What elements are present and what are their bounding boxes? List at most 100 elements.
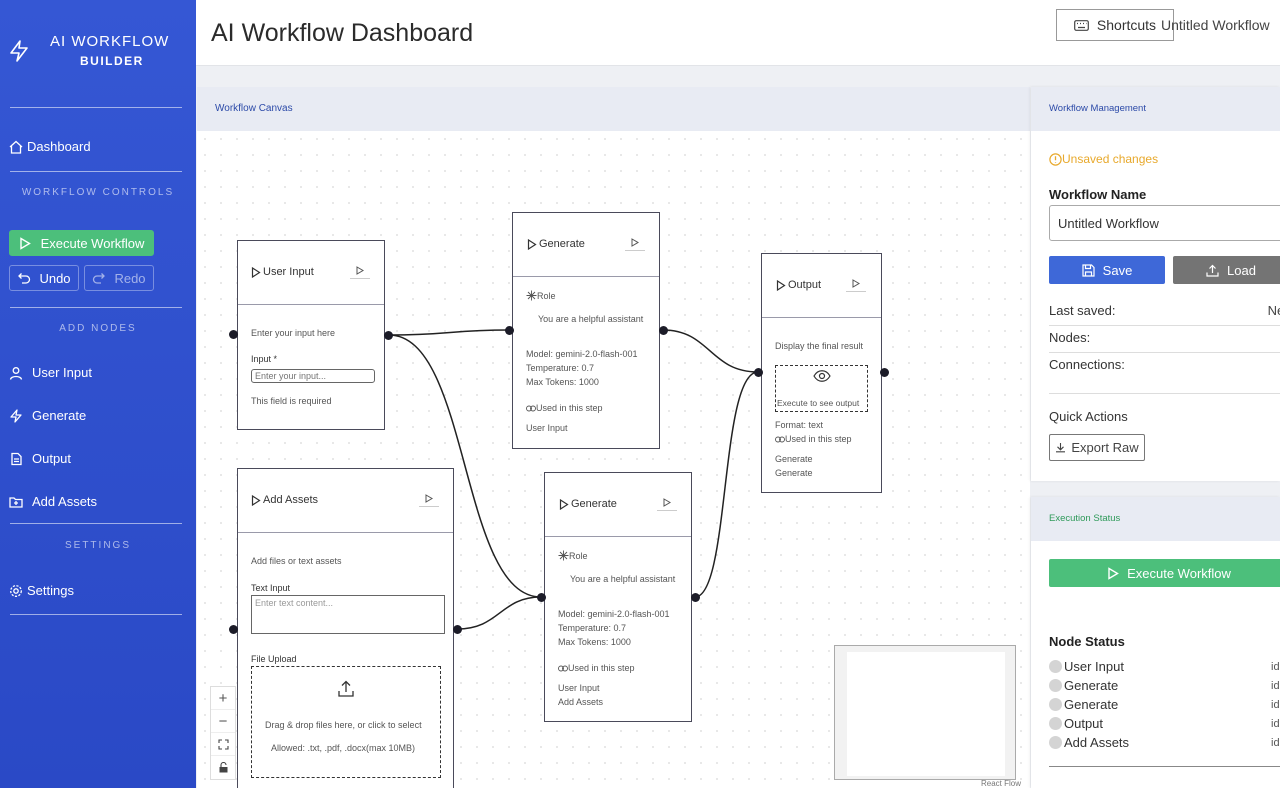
run-node-button[interactable] bbox=[419, 491, 439, 507]
text-input-label: Text Input bbox=[251, 583, 291, 593]
upload-icon bbox=[338, 680, 354, 697]
shortcuts-button[interactable]: Shortcuts bbox=[1056, 9, 1174, 41]
upload-icon bbox=[1206, 264, 1219, 277]
node-handle-input[interactable] bbox=[537, 593, 546, 602]
minimap[interactable] bbox=[834, 645, 1016, 780]
output-preview: Execute to see output bbox=[775, 365, 868, 412]
undo-button[interactable]: Undo bbox=[9, 265, 79, 291]
status-dot bbox=[1049, 660, 1062, 673]
node-output[interactable]: Output Display the final result Execute … bbox=[761, 253, 882, 493]
fit-view-button[interactable] bbox=[211, 733, 235, 756]
divider bbox=[1049, 352, 1280, 353]
node-user-input[interactable]: User Input Enter your input here Input *… bbox=[237, 240, 385, 430]
react-flow-attribution[interactable]: React Flow bbox=[981, 779, 1022, 788]
add-node-output-label: Output bbox=[32, 451, 72, 466]
panel-header: Execution Status bbox=[1031, 497, 1280, 541]
play-icon bbox=[776, 279, 786, 291]
undo-label: Undo bbox=[39, 270, 71, 286]
execute-workflow-button[interactable]: Execute Workflow bbox=[1049, 559, 1280, 587]
role-value: You are a helpful assistant bbox=[570, 574, 676, 584]
execute-workflow-label: Execute Workflow bbox=[40, 235, 145, 251]
save-button[interactable]: Save bbox=[1049, 256, 1165, 284]
node-handle-output[interactable] bbox=[453, 625, 462, 634]
link-icon bbox=[526, 405, 536, 411]
last-saved-row: Last saved: Neve bbox=[1049, 303, 1280, 318]
node-title-text: Generate bbox=[571, 498, 617, 510]
execute-workflow-button[interactable]: Execute Workflow bbox=[9, 230, 154, 256]
node-handle-output[interactable] bbox=[691, 593, 700, 602]
node-header: Generate bbox=[513, 213, 659, 277]
node-handle-input[interactable] bbox=[229, 625, 238, 634]
top-header: AI Workflow Dashboard Shortcuts Untitled… bbox=[196, 0, 1280, 66]
status-dot bbox=[1049, 736, 1062, 749]
add-node-generate-label: Generate bbox=[32, 408, 87, 423]
text-content-area[interactable]: Enter text content... bbox=[251, 595, 445, 634]
node-title: Generate bbox=[527, 238, 585, 250]
node-handle-input[interactable] bbox=[754, 368, 763, 377]
dropzone-text: Drag & drop files here, or click to sele… bbox=[265, 720, 422, 730]
gear-icon bbox=[10, 584, 22, 597]
output-icon bbox=[11, 452, 22, 465]
workflow-name-input[interactable]: Untitled Workflow bbox=[1049, 205, 1280, 241]
play-icon bbox=[663, 498, 671, 507]
connections-row: Connections: bbox=[1049, 357, 1280, 372]
node-add-assets[interactable]: Add Assets Add files or text assets Text… bbox=[237, 468, 454, 788]
add-node-output[interactable]: Output bbox=[9, 451, 71, 466]
nav-settings[interactable]: Settings bbox=[9, 583, 74, 598]
zoom-in-button[interactable]: + bbox=[211, 687, 235, 710]
add-node-generate[interactable]: Generate bbox=[9, 408, 86, 423]
node-title-text: Output bbox=[788, 279, 822, 291]
lock-button[interactable] bbox=[211, 756, 235, 779]
workflow-name-label: Workflow Name bbox=[1049, 187, 1147, 202]
node-handle-output[interactable] bbox=[659, 326, 668, 335]
sidebar: AI WORKFLOW BUILDER Dashboard WORKFLOW C… bbox=[0, 0, 196, 788]
export-raw-button[interactable]: Export Raw bbox=[1049, 434, 1145, 461]
node-handle-input[interactable] bbox=[229, 330, 238, 339]
user-input-field[interactable] bbox=[251, 369, 375, 383]
home-icon bbox=[9, 140, 23, 154]
role-label-text: Role bbox=[569, 550, 588, 561]
edges-layer bbox=[388, 329, 759, 630]
role-label-text: Role bbox=[537, 290, 556, 301]
node-handle-output[interactable] bbox=[880, 368, 889, 377]
input-source: User Input bbox=[526, 423, 568, 433]
nav-dashboard[interactable]: Dashboard bbox=[9, 139, 91, 154]
divider bbox=[10, 171, 182, 172]
node-title-text: User Input bbox=[263, 266, 314, 278]
add-node-add-assets[interactable]: Add Assets bbox=[9, 494, 97, 509]
nav-dashboard-label: Dashboard bbox=[27, 139, 91, 154]
max-tokens-value: Max Tokens: 1000 bbox=[558, 637, 631, 647]
add-node-user-input[interactable]: User Input bbox=[9, 365, 92, 380]
node-handle-input[interactable] bbox=[505, 326, 514, 335]
node-status-value: id bbox=[1271, 736, 1280, 749]
node-handle-output[interactable] bbox=[384, 331, 393, 340]
execution-status-panel: Execution Status Execute Workflow Node S… bbox=[1031, 497, 1280, 788]
used-in-step-text: Used in this step bbox=[785, 434, 852, 444]
file-dropzone[interactable]: Drag & drop files here, or click to sele… bbox=[251, 666, 441, 778]
run-node-button[interactable] bbox=[350, 263, 370, 279]
edge bbox=[388, 329, 510, 336]
run-node-button[interactable] bbox=[625, 235, 645, 251]
redo-button[interactable]: Redo bbox=[84, 265, 154, 291]
node-title: Output bbox=[776, 279, 821, 291]
section-settings: SETTINGS bbox=[64, 540, 131, 551]
load-button[interactable]: Load bbox=[1173, 256, 1280, 284]
node-generate[interactable]: Generate Role You are a helpful assistan… bbox=[512, 212, 660, 449]
node-title-text: Add Assets bbox=[263, 494, 319, 506]
file-upload-label: File Upload bbox=[251, 654, 297, 664]
user-icon bbox=[9, 366, 23, 380]
shortcuts-label: Shortcuts bbox=[1096, 17, 1157, 33]
page-title: AI Workflow Dashboard bbox=[211, 19, 474, 47]
last-saved-label: Last saved: bbox=[1049, 303, 1116, 318]
keyboard-icon bbox=[1074, 19, 1089, 31]
brand-subtitle: BUILDER bbox=[80, 54, 144, 68]
panel-header: Workflow Management bbox=[1031, 87, 1280, 131]
zoom-out-button[interactable]: − bbox=[211, 710, 235, 733]
run-node-button[interactable] bbox=[846, 276, 866, 292]
status-dot bbox=[1049, 698, 1062, 711]
edge bbox=[662, 329, 759, 373]
node-generate[interactable]: Generate Role You are a helpful assistan… bbox=[544, 472, 692, 722]
bolt-logo-icon bbox=[10, 40, 28, 62]
run-node-button[interactable] bbox=[657, 495, 677, 511]
divider bbox=[10, 523, 182, 524]
